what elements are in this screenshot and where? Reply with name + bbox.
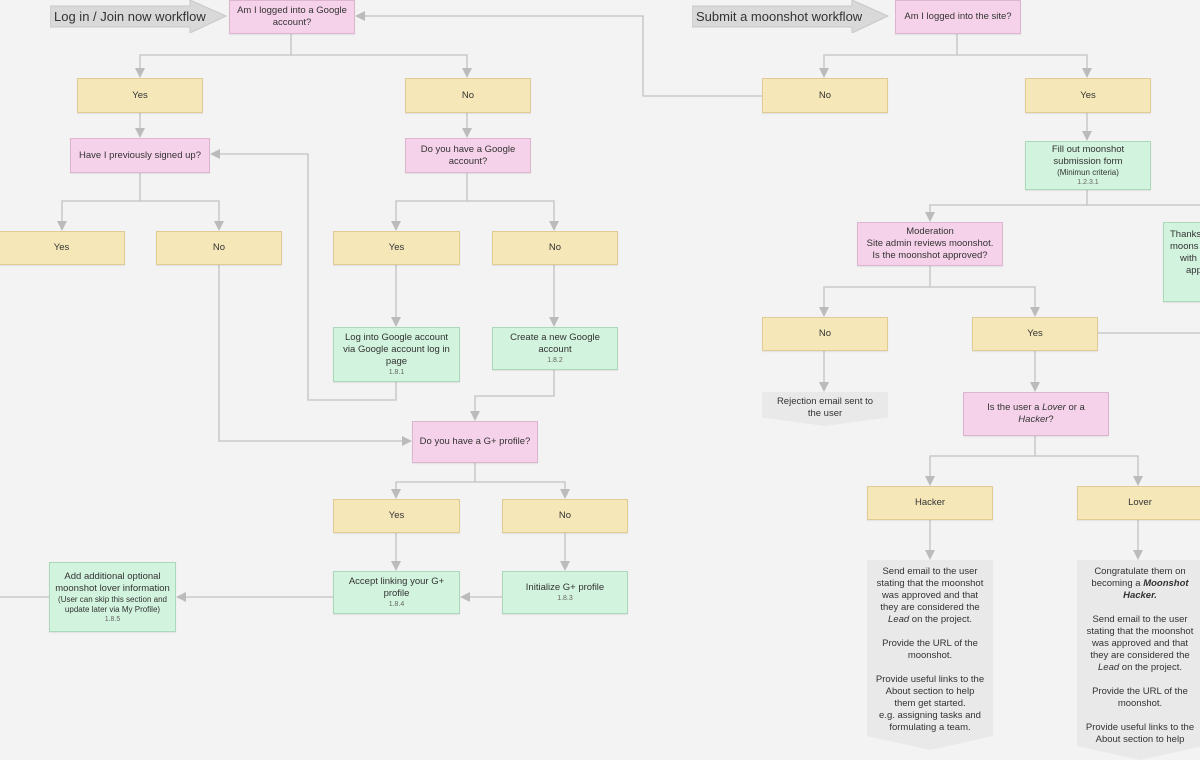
connector-line	[1035, 455, 1143, 486]
moonshot-hacker-term: Moonshot Hacker.	[1123, 578, 1189, 601]
answer-no: No	[762, 317, 888, 351]
init-gplus-step: Initialize G+ profile 1.8.3	[502, 571, 628, 614]
banner-title: Submit a moonshot workflow	[696, 9, 863, 24]
note-paragraph: Provide the URL of the moonshot.	[882, 638, 978, 661]
connector-line	[291, 54, 472, 78]
note-paragraph: Send email to the user stating that the …	[875, 566, 985, 626]
connector-line	[475, 481, 570, 499]
text: Send email to the user stating that the …	[876, 566, 984, 613]
connector-line	[925, 190, 1088, 222]
text: Congratulate them on becoming a	[1091, 566, 1186, 589]
connector-line	[140, 200, 224, 231]
thanks-line: Thanks	[1170, 229, 1200, 240]
moderation-title: Moderation	[906, 226, 954, 237]
note-paragraph: Provide useful links to the About sectio…	[875, 674, 985, 709]
log-into-google-step: Log into Google account via Google accou…	[333, 327, 460, 382]
step-subtext: (User can skip this section and update l…	[58, 594, 167, 614]
answer-no: No	[156, 231, 282, 265]
q-previously-signed-up: Have I previously signed up?	[70, 138, 210, 173]
accept-gplus-step: Accept linking your G+ profile 1.8.4	[333, 571, 460, 614]
text: on the project.	[909, 614, 972, 625]
step-code: 1.8.2	[547, 357, 563, 364]
answer-yes: Yes	[333, 499, 460, 533]
text: or a	[1065, 402, 1085, 413]
login-workflow-banner: Log in / Join now workflow	[50, 0, 228, 33]
note-paragraph: Provide useful links to the About sectio…	[1085, 722, 1195, 745]
connector-line	[391, 173, 468, 231]
q-lover-or-hacker: Is the user a Lover or a Hacker?	[963, 392, 1109, 436]
connector-line	[467, 200, 559, 231]
fill-form-step: Fill out moonshot submission form (Minim…	[1025, 141, 1151, 190]
banner-arrow-icon	[50, 0, 228, 33]
q-have-google-account: Do you have a Google account?	[405, 138, 531, 173]
answer-no: No	[492, 231, 618, 265]
q-google-logged-in: Am I logged into a Google account?	[229, 0, 355, 34]
q-logged-into-site: Am I logged into the site?	[895, 0, 1021, 34]
thanks-line: app	[1186, 265, 1200, 276]
moderation-question: Is the moonshot approved?	[872, 250, 988, 261]
step-text: Add additional optional moonshot lover i…	[55, 570, 170, 594]
step-code: 1.8.3	[557, 595, 573, 602]
connector-line	[925, 436, 1036, 486]
answer-no: No	[502, 499, 628, 533]
step-text: Initialize G+ profile	[525, 582, 605, 593]
connector-line	[218, 265, 412, 446]
moonshot-workflow-banner: Submit a moonshot workflow	[692, 0, 890, 33]
q-moderation: Moderation Site admin reviews moonshot. …	[857, 222, 1003, 266]
thanks-step: Thanks moons with b app	[1163, 222, 1200, 302]
connector-line	[355, 11, 762, 97]
step-text: Log into Google account via Google accou…	[343, 332, 450, 367]
connector-line	[819, 266, 931, 317]
answer-lover: Lover	[1077, 486, 1200, 520]
step-text: Fill out moonshot submission form	[1051, 144, 1125, 167]
text: ?	[1048, 414, 1054, 425]
text: Is the user a	[987, 402, 1043, 413]
note-paragraph: e.g. assigning tasks and formulating a t…	[879, 710, 981, 733]
note-paragraph: Congratulate them on becoming a Moonshot…	[1085, 566, 1195, 602]
answer-no: No	[405, 78, 531, 113]
answer-yes: Yes	[0, 231, 125, 265]
step-code: 1.8.1	[388, 369, 405, 376]
banner-title: Log in / Join now workflow	[54, 9, 206, 24]
connector-line	[957, 54, 1092, 78]
answer-yes: Yes	[1025, 78, 1151, 113]
connector-line	[57, 173, 141, 231]
moderation-line: Site admin reviews moonshot.	[866, 238, 994, 249]
connector-line	[470, 370, 555, 421]
hacker-email-note: Send email to the user stating that the …	[867, 560, 993, 750]
step-code: 1.8.5	[104, 615, 121, 623]
text: on the project.	[1119, 662, 1182, 673]
answer-hacker: Hacker	[867, 486, 993, 520]
q-gplus-profile: Do you have a G+ profile?	[412, 421, 538, 463]
connector-line	[819, 34, 958, 78]
note-paragraph: Send email to the user stating that the …	[1085, 614, 1195, 674]
connector-line	[210, 149, 397, 401]
step-text: Accept linking your G+ profile	[348, 576, 445, 599]
lead-term: Lead	[1098, 662, 1120, 673]
connector-line	[930, 286, 1040, 317]
step-code: 1.8.4	[388, 601, 405, 608]
answer-no: No	[762, 78, 888, 113]
text: Send email to the user stating that the …	[1086, 614, 1194, 661]
create-google-step: Create a new Google account 1.8.2	[492, 327, 618, 370]
answer-yes: Yes	[77, 78, 203, 113]
step-subtext: (Minimun criteria)	[1057, 168, 1119, 177]
question-text: Is the user a Lover or a Hacker?	[970, 402, 1102, 426]
connector-line	[135, 34, 292, 78]
note-paragraph: Provide the URL of the moonshot.	[1092, 686, 1188, 709]
thanks-line: with b	[1180, 253, 1200, 264]
answer-yes: Yes	[333, 231, 460, 265]
banner-arrow-icon	[692, 0, 890, 33]
lead-term: Lead	[888, 614, 910, 625]
lover-email-note: Congratulate them on becoming a Moonshot…	[1077, 560, 1200, 760]
connector-line	[391, 463, 476, 499]
lover-term: Lover	[1042, 402, 1066, 413]
step-text: Create a new Google account	[510, 332, 600, 355]
hacker-term: Hacker	[1018, 414, 1049, 425]
step-code: 1.2.3.1	[1077, 179, 1099, 186]
answer-yes: Yes	[972, 317, 1098, 351]
thanks-line: moons	[1170, 241, 1199, 252]
add-lover-info-step: Add additional optional moonshot lover i…	[49, 562, 176, 632]
